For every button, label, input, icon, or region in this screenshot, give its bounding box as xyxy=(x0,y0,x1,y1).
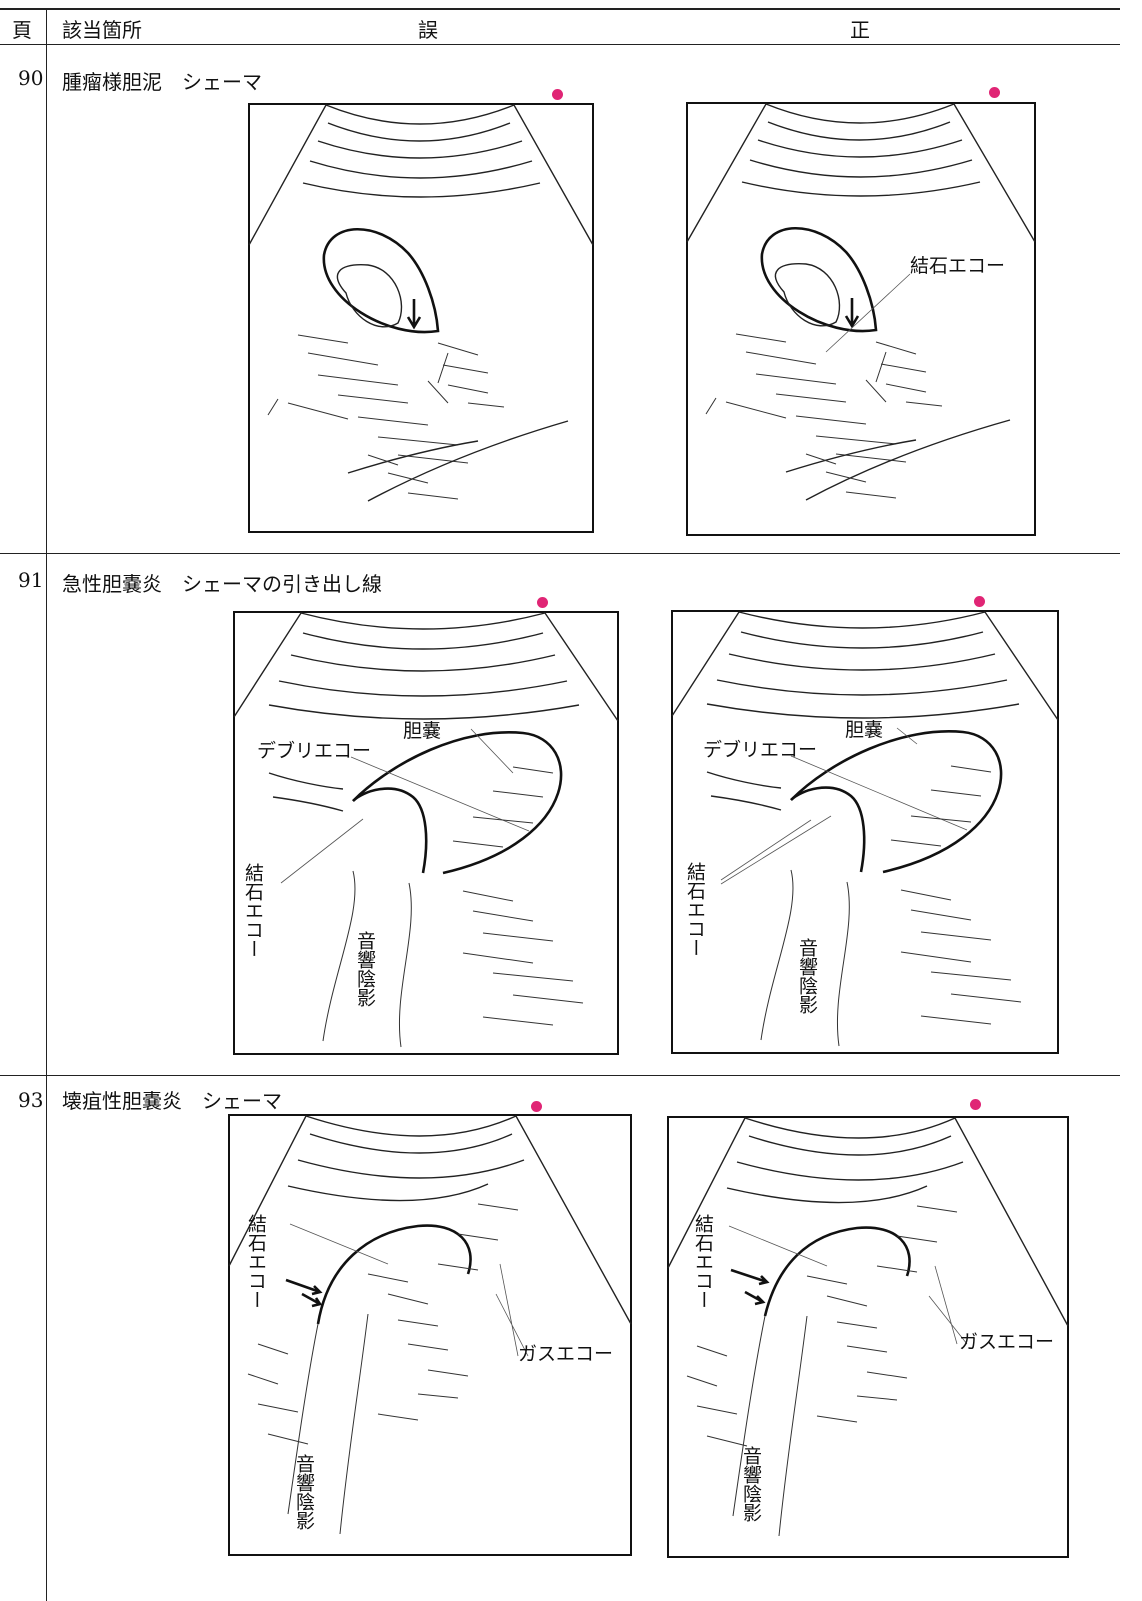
callout-label-vertical: 音響陰影 xyxy=(354,931,376,1007)
page-number: 91 xyxy=(18,568,44,592)
schema-wrong-90 xyxy=(248,103,594,533)
page-number: 90 xyxy=(18,66,44,90)
callout-label-vertical: 音響陰影 xyxy=(293,1454,315,1530)
schema-correct-93: 結石エコー ガスエコー 音響陰影 xyxy=(667,1116,1069,1558)
marker-dot xyxy=(970,1099,981,1110)
location-text: 急性胆嚢炎 xyxy=(62,572,162,596)
table-top-rule xyxy=(0,8,1120,10)
row-title: 壊疽性胆嚢炎シェーマ xyxy=(62,1085,302,1114)
callout-label-vertical: 結石エコー xyxy=(684,862,706,957)
correct-column-header: 正 xyxy=(850,18,870,42)
callout-label: 胆嚢 xyxy=(403,720,441,742)
location-text: 腫瘤様胆泥 xyxy=(62,70,162,94)
location-text: 壊疽性胆嚢炎 xyxy=(62,1089,182,1113)
page-column-header: 頁 xyxy=(12,18,32,42)
marker-dot xyxy=(531,1101,542,1112)
callout-label: デブリエコー xyxy=(257,739,371,762)
marker-dot xyxy=(537,597,548,608)
item-text: シェーマ xyxy=(182,70,262,94)
callout-label-vertical: 音響陰影 xyxy=(796,938,818,1014)
item-text: シェーマの引き出し線 xyxy=(182,572,382,596)
row-divider xyxy=(0,1075,1120,1076)
item-text: シェーマ xyxy=(202,1089,282,1113)
wrong-column-header: 誤 xyxy=(418,18,438,42)
marker-dot xyxy=(989,87,1000,98)
marker-dot xyxy=(552,89,563,100)
callout-label-vertical: 音響陰影 xyxy=(740,1446,762,1522)
row-divider xyxy=(0,553,1120,554)
schema-wrong-91: 胆嚢 デブリエコー 結石エコー 音響陰影 xyxy=(233,611,619,1055)
callout-label-vertical: 結石エコー xyxy=(692,1214,714,1309)
row-title: 腫瘤様胆泥シェーマ xyxy=(62,66,282,95)
location-column-header: 該当箇所 xyxy=(62,18,142,42)
schema-wrong-93: 結石エコー ガスエコー 音響陰影 xyxy=(228,1114,632,1556)
callout-label-vertical: 結石エコー xyxy=(242,863,264,958)
marker-dot xyxy=(974,596,985,607)
row-title: 急性胆嚢炎シェーマの引き出し線 xyxy=(62,568,402,597)
schema-correct-91: 胆嚢 デブリエコー 結石エコー 音響陰影 xyxy=(671,610,1059,1054)
callout-label: ガスエコー xyxy=(959,1331,1054,1353)
page-column-divider xyxy=(46,8,47,1601)
callout-label: 結石エコー xyxy=(910,255,1005,277)
header-bottom-rule xyxy=(0,44,1120,45)
page-number: 93 xyxy=(18,1088,44,1112)
schema-correct-90: 結石エコー xyxy=(686,102,1036,536)
callout-label: 胆嚢 xyxy=(845,719,883,741)
callout-label: ガスエコー xyxy=(518,1343,613,1365)
callout-label: デブリエコー xyxy=(703,738,817,761)
callout-label-vertical: 結石エコー xyxy=(245,1214,267,1309)
